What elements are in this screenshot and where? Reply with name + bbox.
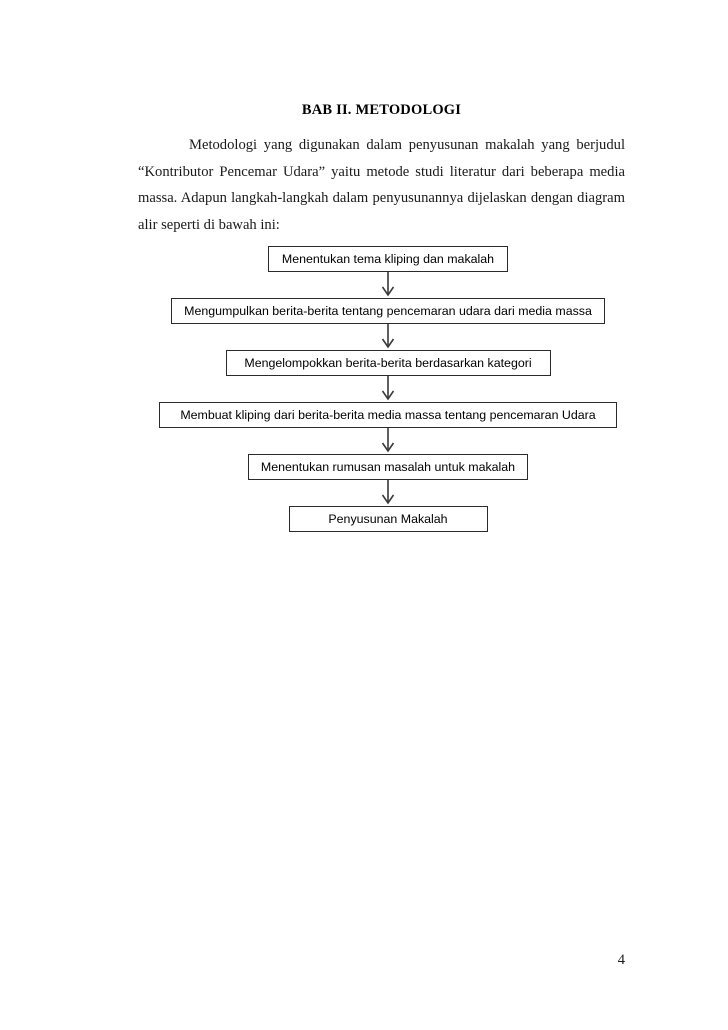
arrow-down-icon — [381, 480, 395, 505]
flow-step-6: Penyusunan Makalah — [288, 506, 488, 532]
flow-step-row: Mengumpulkan berita-berita tentang pence… — [0, 298, 728, 324]
page-number: 4 — [617, 952, 625, 968]
flow-step-1: Menentukan tema kliping dan makalah — [268, 246, 508, 272]
flow-connector — [0, 480, 728, 506]
arrow-down-icon — [381, 272, 395, 297]
flow-step-row: Penyusunan Makalah — [0, 506, 728, 532]
page-title: BAB II. METODOLOGI — [301, 102, 462, 118]
flow-step-row: Menentukan tema kliping dan makalah — [0, 246, 728, 272]
arrow-down-icon — [381, 324, 395, 349]
flow-connector — [0, 324, 728, 350]
arrow-down-icon — [381, 376, 395, 401]
flow-step-5: Menentukan rumusan masalah untuk makalah — [248, 454, 528, 480]
flow-step-4: Membuat kliping dari berita-berita media… — [159, 402, 617, 428]
flow-step-3: Mengelompokkan berita-berita berdasarkan… — [225, 350, 551, 376]
flow-step-row: Membuat kliping dari berita-berita media… — [0, 402, 728, 428]
body-paragraph: Metodologi yang digunakan dalam penyusun… — [138, 137, 625, 233]
flow-connector — [0, 428, 728, 454]
flow-connector — [0, 376, 728, 402]
flow-step-row: Mengelompokkan berita-berita berdasarkan… — [0, 350, 728, 376]
flow-step-2: Mengumpulkan berita-berita tentang pence… — [171, 298, 605, 324]
arrow-down-icon — [381, 428, 395, 453]
methodology-flowchart: Menentukan tema kliping dan makalah Meng… — [0, 246, 728, 532]
flow-connector — [0, 272, 728, 298]
flow-step-row: Menentukan rumusan masalah untuk makalah — [0, 454, 728, 480]
